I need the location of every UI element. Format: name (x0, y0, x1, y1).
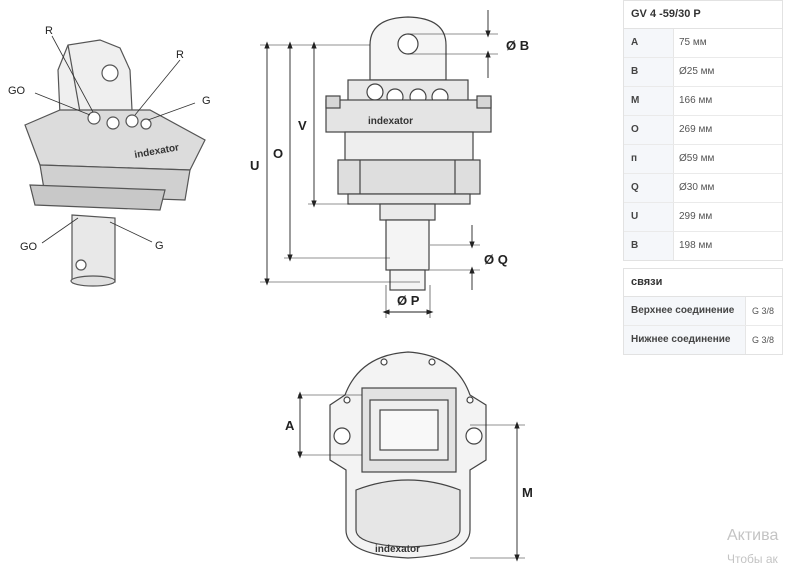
dim-label-q: Ø Q (484, 252, 508, 267)
rotator-front-view (325, 16, 492, 291)
activation-watermark-title: Актива (727, 527, 779, 544)
dim-label-m: M (522, 485, 533, 500)
iso-label-go-bottom: GO (20, 241, 38, 253)
iso-label-g-bottom: G (155, 240, 164, 252)
bottom-brand-label: indexator (375, 544, 420, 555)
rotator-bottom-view (329, 351, 487, 559)
spec-value: Ø25 мм (679, 66, 715, 77)
spec-value: 299 мм (679, 211, 713, 222)
spec-table-title: GV 4 -59/30 P (624, 1, 782, 29)
dim-label-o: O (273, 146, 283, 161)
spec-key: п (624, 145, 674, 173)
dim-label-v: V (298, 118, 307, 133)
table-row: п Ø59 мм (624, 145, 782, 174)
iso-label-r-right: R (176, 49, 184, 61)
table-row: A 75 мм (624, 29, 782, 58)
connection-value: G 3/8 (752, 335, 775, 345)
spec-table: GV 4 -59/30 P A 75 мм B Ø25 мм M 166 мм … (623, 0, 783, 261)
table-row: В 198 мм (624, 232, 782, 260)
connection-value: G 3/8 (752, 306, 775, 316)
table-row: O 269 мм (624, 116, 782, 145)
table-row: M 166 мм (624, 87, 782, 116)
table-row: Верхнее соединение G 3/8 (624, 297, 782, 326)
spec-key: A (624, 29, 674, 57)
spec-value: 198 мм (679, 240, 713, 251)
iso-label-g-top: G (202, 95, 211, 107)
spec-key: U (624, 203, 674, 231)
dim-label-b: Ø B (506, 38, 529, 53)
table-row: U 299 мм (624, 203, 782, 232)
spec-key: M (624, 87, 674, 115)
dim-label-p: Ø P (397, 293, 420, 308)
front-brand-label: indexator (368, 116, 413, 127)
spec-value: 166 мм (679, 95, 713, 106)
activation-watermark-text: Чтобы ак (727, 552, 778, 566)
iso-label-go-top: GO (8, 85, 26, 97)
connections-table-title: связи (624, 269, 782, 297)
spec-value: 269 мм (679, 124, 713, 135)
spec-value: Ø30 мм (679, 182, 715, 193)
spec-key: O (624, 116, 674, 144)
dim-label-u: U (250, 158, 259, 173)
connections-table: связи Верхнее соединение G 3/8 Нижнее со… (623, 268, 783, 355)
table-row: Нижнее соединение G 3/8 (624, 326, 782, 354)
table-row: Q Ø30 мм (624, 174, 782, 203)
connection-key: Верхнее соединение (624, 297, 746, 325)
spec-value: 75 мм (679, 37, 707, 48)
table-row: B Ø25 мм (624, 58, 782, 87)
technical-drawing: indexator R R GO G GO G (8, 10, 533, 562)
connection-key: Нижнее соединение (624, 326, 746, 354)
spec-value: Ø59 мм (679, 153, 715, 164)
spec-key: Q (624, 174, 674, 202)
iso-label-r-left: R (45, 25, 53, 37)
spec-key: B (624, 58, 674, 86)
dim-label-a: A (285, 418, 295, 433)
spec-key: В (624, 232, 674, 260)
rotator-isometric-view (24, 39, 206, 287)
